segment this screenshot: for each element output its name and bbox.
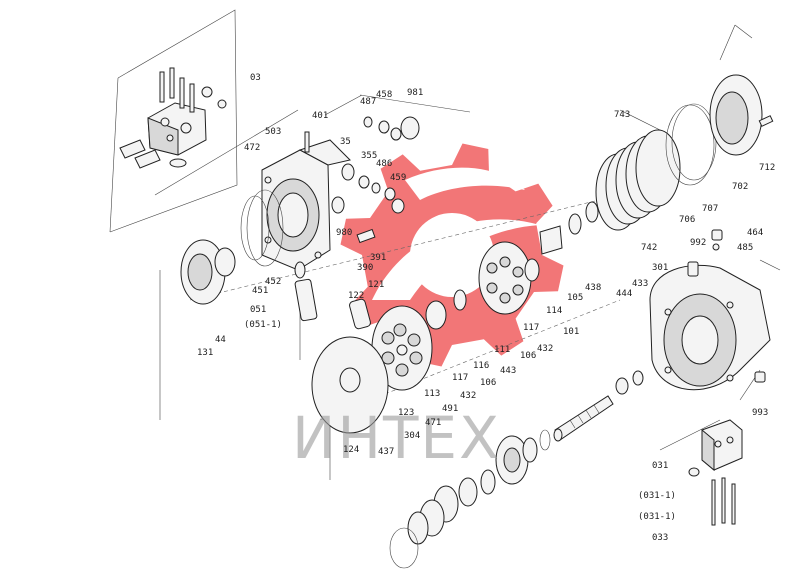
label-117a: 117	[452, 373, 468, 383]
label-993: 993	[752, 408, 768, 418]
lower-bearings-rings	[389, 429, 551, 569]
gear-cutout-swoosh-2	[405, 167, 525, 200]
label-122: 122	[348, 291, 364, 301]
label-114: 114	[546, 306, 562, 316]
label-437: 437	[378, 447, 394, 457]
label-992: 992	[690, 238, 706, 248]
lower-valve-block	[688, 419, 743, 526]
label-031-1b: (031-1)	[638, 512, 676, 522]
front-bearing	[180, 239, 236, 305]
label-44: 44	[215, 335, 226, 345]
label-031-1a: (031-1)	[638, 491, 676, 501]
label-106a: 106	[520, 351, 536, 361]
label-355: 355	[361, 151, 377, 161]
label-106b: 106	[480, 378, 496, 388]
label-981: 981	[407, 88, 423, 98]
label-432a: 432	[537, 344, 553, 354]
label-304: 304	[404, 431, 420, 441]
label-301: 301	[652, 263, 668, 273]
label-487: 487	[360, 97, 376, 107]
label-443: 443	[500, 366, 516, 376]
swash-plate-assembly	[453, 201, 599, 315]
label-031: 031	[652, 461, 668, 471]
valve-block-assembly	[119, 67, 227, 169]
label-101: 101	[563, 327, 579, 337]
label-706: 706	[679, 215, 695, 225]
watermark-text: ИНТЕХ	[292, 404, 501, 472]
label-051-1: (051-1)	[244, 320, 282, 330]
label-116: 116	[473, 361, 489, 371]
drive-shaft	[553, 395, 614, 442]
label-033: 033	[652, 533, 668, 543]
label-458: 458	[376, 90, 392, 100]
label-451: 451	[252, 286, 268, 296]
label-051: 051	[250, 305, 266, 315]
label-401: 401	[312, 111, 328, 121]
label-105: 105	[567, 293, 583, 303]
label-742: 742	[641, 243, 657, 253]
label-485: 485	[737, 243, 753, 253]
label-111: 111	[494, 345, 510, 355]
label-712: 712	[759, 163, 775, 173]
label-471: 471	[425, 418, 441, 428]
label-117b: 117	[523, 323, 539, 333]
brake-disc-pack	[595, 74, 774, 231]
label-743: 743	[614, 110, 630, 120]
part-labels: 03 401 503 472 487 458 981 35 355 486 45…	[197, 73, 775, 543]
label-113: 113	[424, 389, 440, 399]
label-980: 980	[336, 228, 352, 238]
label-121: 121	[368, 280, 384, 290]
rear-housing	[246, 131, 351, 271]
label-131: 131	[197, 348, 213, 358]
seals-and-plug	[240, 195, 371, 330]
label-391: 391	[370, 253, 386, 263]
label-472: 472	[244, 143, 260, 153]
label-124: 124	[343, 445, 359, 455]
label-432b: 432	[460, 391, 476, 401]
label-459: 459	[390, 173, 406, 183]
label-503: 503	[265, 127, 281, 137]
label-452: 452	[265, 277, 281, 287]
label-444: 444	[616, 289, 632, 299]
label-707: 707	[702, 204, 718, 214]
gear-cutout-swoosh	[372, 219, 540, 300]
motor-housing	[615, 229, 771, 395]
label-433: 433	[632, 279, 648, 289]
label-491: 491	[442, 404, 458, 414]
label-123: 123	[398, 408, 414, 418]
label-438: 438	[585, 283, 601, 293]
label-03: 03	[250, 73, 261, 83]
small-valve-parts	[331, 116, 420, 244]
label-35: 35	[340, 137, 351, 147]
label-486: 486	[376, 159, 392, 169]
label-390: 390	[357, 263, 373, 273]
label-464: 464	[747, 228, 763, 238]
label-702: 702	[732, 182, 748, 192]
cylinder-block	[311, 300, 447, 434]
